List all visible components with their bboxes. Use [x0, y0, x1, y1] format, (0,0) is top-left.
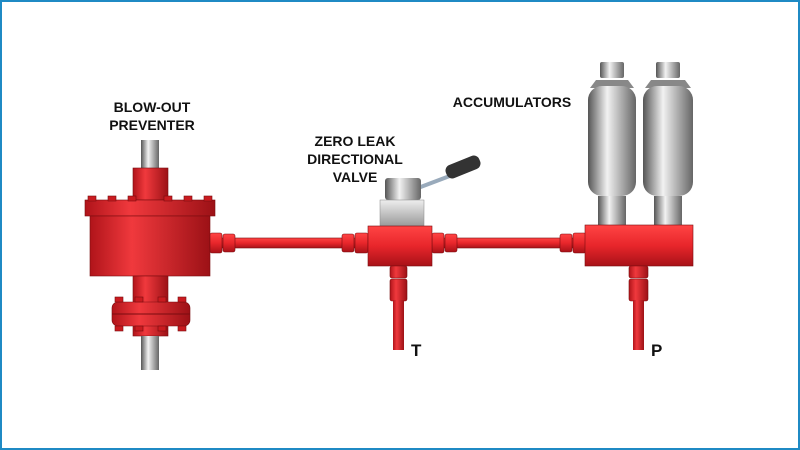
tank-port-label: T [411, 341, 422, 360]
valve-label-line3: VALVE [333, 169, 378, 185]
pressure-port-label: P [651, 341, 662, 360]
zero-leak-directional-valve [367, 155, 481, 350]
accumulator-manifold [584, 62, 694, 350]
accumulator [588, 62, 636, 226]
accumulators-label: ACCUMULATORS [453, 94, 571, 110]
bop-label-line2: PREVENTER [109, 117, 195, 133]
bop-label-line1: BLOW-OUT [114, 99, 191, 115]
accumulator [643, 62, 693, 226]
blow-out-preventer [84, 140, 216, 370]
valve-label-line2: DIRECTIONAL [307, 151, 403, 167]
valve-handle-knob [445, 155, 481, 179]
valve-label-line1: ZERO LEAK [315, 133, 396, 149]
